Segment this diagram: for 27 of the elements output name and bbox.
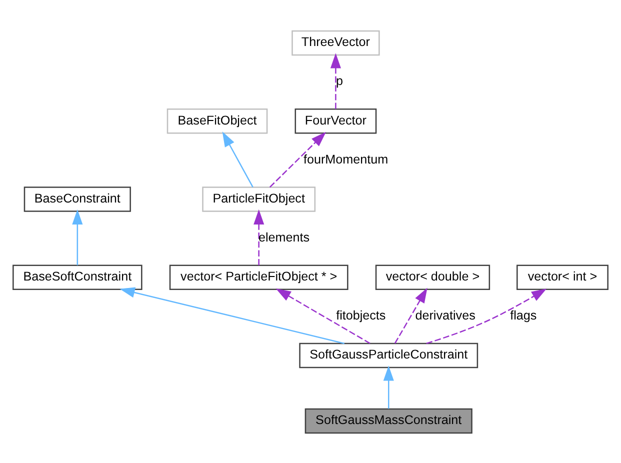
edge-label: fitobjects [336,308,386,322]
node-box: ThreeVector [292,30,380,56]
arrow [269,131,326,188]
arrow [426,288,547,344]
arrow [276,288,370,344]
node-box: ParticleFitObject [202,186,316,212]
edge-label: p [336,74,343,88]
node-box: BaseConstraint [24,186,131,212]
edge-label: derivatives [415,308,476,322]
node-box: BaseFitObject [166,108,268,134]
arrow [72,208,83,265]
arrow [222,131,254,187]
node-box: SoftGaussMassConstraint [304,408,472,434]
edge-label: flags [510,308,537,322]
edge-label: fourMomentum [303,152,388,166]
arrow [120,286,344,344]
arrow [330,52,341,109]
arrow [254,208,264,265]
node-box: BaseSoftConstraint [12,264,142,290]
node-box: vector< double > [375,264,490,290]
node-box: vector< ParticleFitObject * > [169,264,348,290]
arrow [394,287,428,344]
arrow [383,365,394,408]
node-box: FourVector [294,108,377,134]
node-box: SoftGaussParticleConstraint [299,342,478,368]
edge-label: elements [258,230,310,244]
node-box: vector< int > [516,264,608,290]
